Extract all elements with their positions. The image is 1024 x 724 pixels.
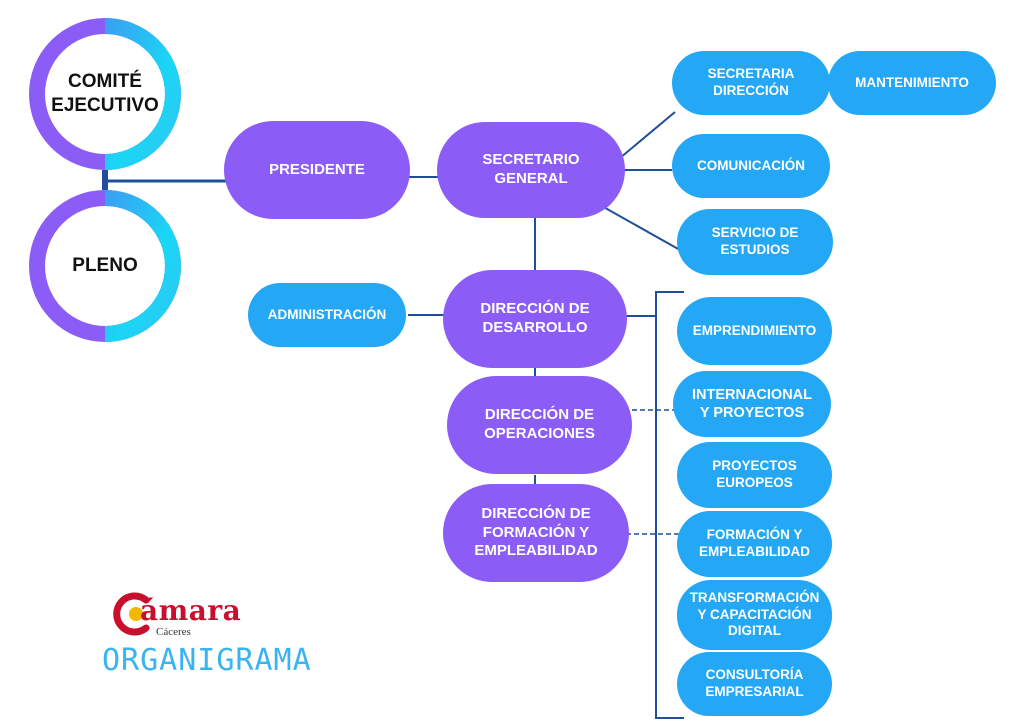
pleno-ring-icon (29, 190, 181, 342)
department-node[interactable]: FORMACIÓN Y EMPLEABILIDAD (677, 511, 832, 577)
comite-ring-icon (29, 18, 181, 170)
comite-ejecutivo-circle[interactable]: COMITÉ EJECUTIVO (27, 16, 183, 172)
secretaria-direccion-label: SECRETARIA DIRECCIÓN (707, 66, 795, 98)
administracion-node[interactable]: ADMINISTRACIÓN (248, 283, 406, 347)
department-label: INTERNACIONAL Y PROYECTOS (691, 386, 813, 421)
comite-ejecutivo-label: COMITÉ EJECUTIVO (51, 71, 159, 116)
sec-est-line (599, 204, 681, 251)
departments-bracket (655, 291, 684, 719)
department-node[interactable]: INTERNACIONAL Y PROYECTOS (673, 371, 831, 437)
secretario-general-label: SECRETARIO GENERAL (482, 151, 580, 187)
mantenimiento-node[interactable]: MANTENIMIENTO (828, 51, 996, 115)
direccion-desarrollo-node[interactable]: DIRECCIÓN DE DESARROLLO (443, 270, 627, 368)
direccion-desarrollo-label: DIRECCIÓN DE DESARROLLO (480, 300, 590, 336)
department-node[interactable]: EMPRENDIMIENTO (677, 297, 832, 365)
sec-dir-line (619, 111, 676, 159)
secretaria-direccion-node[interactable]: SECRETARIA DIRECCIÓN (672, 51, 830, 115)
servicio-estudios-label: SERVICIO DE ESTUDIOS (711, 225, 799, 257)
direccion-operaciones-label: DIRECCIÓN DE OPERACIONES (484, 406, 595, 442)
presidente-node[interactable]: PRESIDENTE (224, 121, 410, 219)
logo-word: ámara (140, 594, 242, 627)
department-node[interactable]: CONSULTORÍA EMPRESARIAL (677, 652, 832, 716)
secretario-general-node[interactable]: SECRETARIO GENERAL (437, 122, 625, 218)
presidente-label: PRESIDENTE (269, 160, 365, 178)
direccion-operaciones-node[interactable]: DIRECCIÓN DE OPERACIONES (447, 376, 632, 474)
mantenimiento-label: MANTENIMIENTO (855, 74, 969, 90)
pleno-label: PLENO (72, 255, 138, 277)
department-label: PROYECTOS EUROPEOS (712, 458, 797, 490)
department-label: FORMACIÓN Y EMPLEABILIDAD (699, 527, 810, 559)
comunicacion-node[interactable]: COMUNICACIÓN (672, 134, 830, 198)
department-label: TRANSFORMACIÓN Y CAPACITACIÓN DIGITAL (689, 589, 820, 639)
organigrama-title: ORGANIGRAMA (102, 643, 312, 678)
department-label: CONSULTORÍA EMPRESARIAL (705, 667, 804, 699)
direccion-formacion-label: DIRECCIÓN DE FORMACIÓN Y EMPLEABILIDAD (474, 504, 598, 560)
servicio-estudios-node[interactable]: SERVICIO DE ESTUDIOS (677, 209, 833, 275)
pleno-circle[interactable]: PLENO (27, 188, 183, 344)
direccion-formacion-node[interactable]: DIRECCIÓN DE FORMACIÓN Y EMPLEABILIDAD (443, 484, 629, 582)
administracion-label: ADMINISTRACIÓN (267, 306, 387, 322)
department-node[interactable]: TRANSFORMACIÓN Y CAPACITACIÓN DIGITAL (677, 580, 832, 650)
department-node[interactable]: PROYECTOS EUROPEOS (677, 442, 832, 508)
logo-subtitle: Cáceres (156, 626, 191, 638)
comunicacion-label: COMUNICACIÓN (697, 157, 805, 173)
camara-logo-mark-icon (113, 592, 150, 636)
department-label: EMPRENDIMIENTO (692, 322, 817, 338)
